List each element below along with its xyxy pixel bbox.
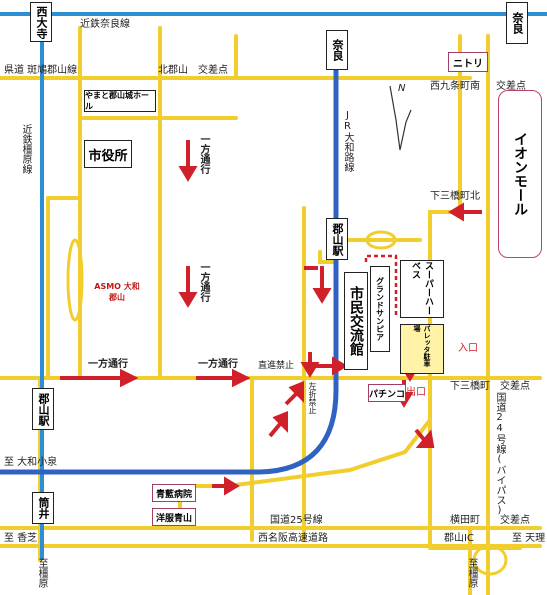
oneway3-label: 一方通行 — [88, 359, 128, 370]
tsutsui-station: 筒井 — [32, 492, 54, 524]
saidaiji-label: 西大寺 — [30, 2, 52, 42]
to-kashihara-left-label: 至橿原 — [36, 558, 47, 588]
pachinko-box: パチンコ — [368, 384, 406, 402]
nishimeihan-label: 西名阪高速道路 — [258, 533, 328, 544]
kintetsu-nara-line-label: 近鉄奈良線 — [80, 19, 130, 30]
road-layer — [0, 26, 542, 595]
entrance-label: 入口 — [458, 343, 478, 354]
seiran-hospital-box: 青藍病院 — [152, 484, 196, 502]
compass-needle — [389, 85, 412, 151]
straight-no-label: 直進禁止 — [258, 361, 295, 371]
to-kashihara-right-label: 至橿原 — [466, 558, 477, 588]
to-tenri-label: 至 天理 — [512, 533, 546, 544]
yamato-hall-box: やまと郡山城ホール — [84, 90, 156, 112]
road-station-loop — [318, 250, 336, 264]
aeon-mall-box: イオンモール — [498, 90, 542, 258]
roundabout-ic — [472, 544, 508, 576]
yokotacho-label: 横田町 — [450, 515, 480, 526]
koten2-label: 交差点 — [496, 81, 526, 92]
kintetsu-kashihara-label: 近鉄橿原線 — [20, 124, 31, 174]
yofuku-aoyama-box: 洋服青山 — [152, 508, 196, 526]
oneway2-label: 一方通行 — [198, 262, 209, 302]
koriyama-ic-label: 郡山IC — [444, 533, 474, 544]
shimosan-label: 下三橋町 — [450, 381, 490, 392]
rail-jr-yamatoji — [0, 36, 339, 475]
to-yamato-koizumi-label: 至 大和小泉 — [4, 457, 58, 468]
left-no-label: 左折禁止 — [308, 382, 317, 414]
koten1-label: 交差点 — [198, 65, 228, 76]
route-dotted — [364, 254, 398, 318]
nara-mid-label: 奈良 — [326, 30, 348, 70]
parking-box: パレッタ駐車場 — [400, 324, 444, 374]
shimosan-kita-label: 下三橋町北 — [430, 191, 480, 202]
to-kousaku-label: 至 香芝 — [4, 533, 38, 544]
national24-label: 国道24号線(バイパス) — [494, 392, 505, 516]
compass-n-label: N — [398, 83, 406, 94]
grand-sunpia-box: グランドサンピア — [370, 266, 390, 352]
nishi-kujo-label: 西九条町南 — [430, 81, 480, 92]
city-hall-box: 市役所 — [84, 140, 132, 168]
koten3-label: 交差点 — [500, 381, 530, 392]
oneway4-label: 一方通行 — [198, 359, 238, 370]
jr-koriyama-station: 郡山駅 — [326, 218, 348, 260]
nara-top-label: 奈良 — [506, 2, 528, 44]
kendo-label: 県道 斑鳩郡山線 — [4, 65, 78, 76]
road-curve — [188, 418, 432, 488]
jr-yamatoji-label: JR大和路線 — [342, 110, 353, 172]
exit-label: 出口 — [406, 387, 426, 398]
asmo-box: ASMO 大和郡山 — [94, 280, 140, 304]
nitori-box: ニトリ — [448, 52, 488, 72]
national25-label: 国道25号線 — [270, 515, 323, 526]
super-harves-box: スーパーハーベス — [400, 260, 444, 318]
koten4-label: 交差点 — [500, 515, 530, 526]
roundabout-station — [365, 230, 397, 250]
road-east — [428, 34, 462, 548]
kintetsu-koriyama-station: 郡山駅 — [32, 388, 54, 430]
oneway1-label: 一方通行 — [198, 134, 209, 174]
kita-koriyama-label: 北郡山 — [158, 65, 188, 76]
shimin-koryukan-box: 市民交流館 — [344, 272, 368, 370]
roundabout-left — [66, 238, 84, 322]
